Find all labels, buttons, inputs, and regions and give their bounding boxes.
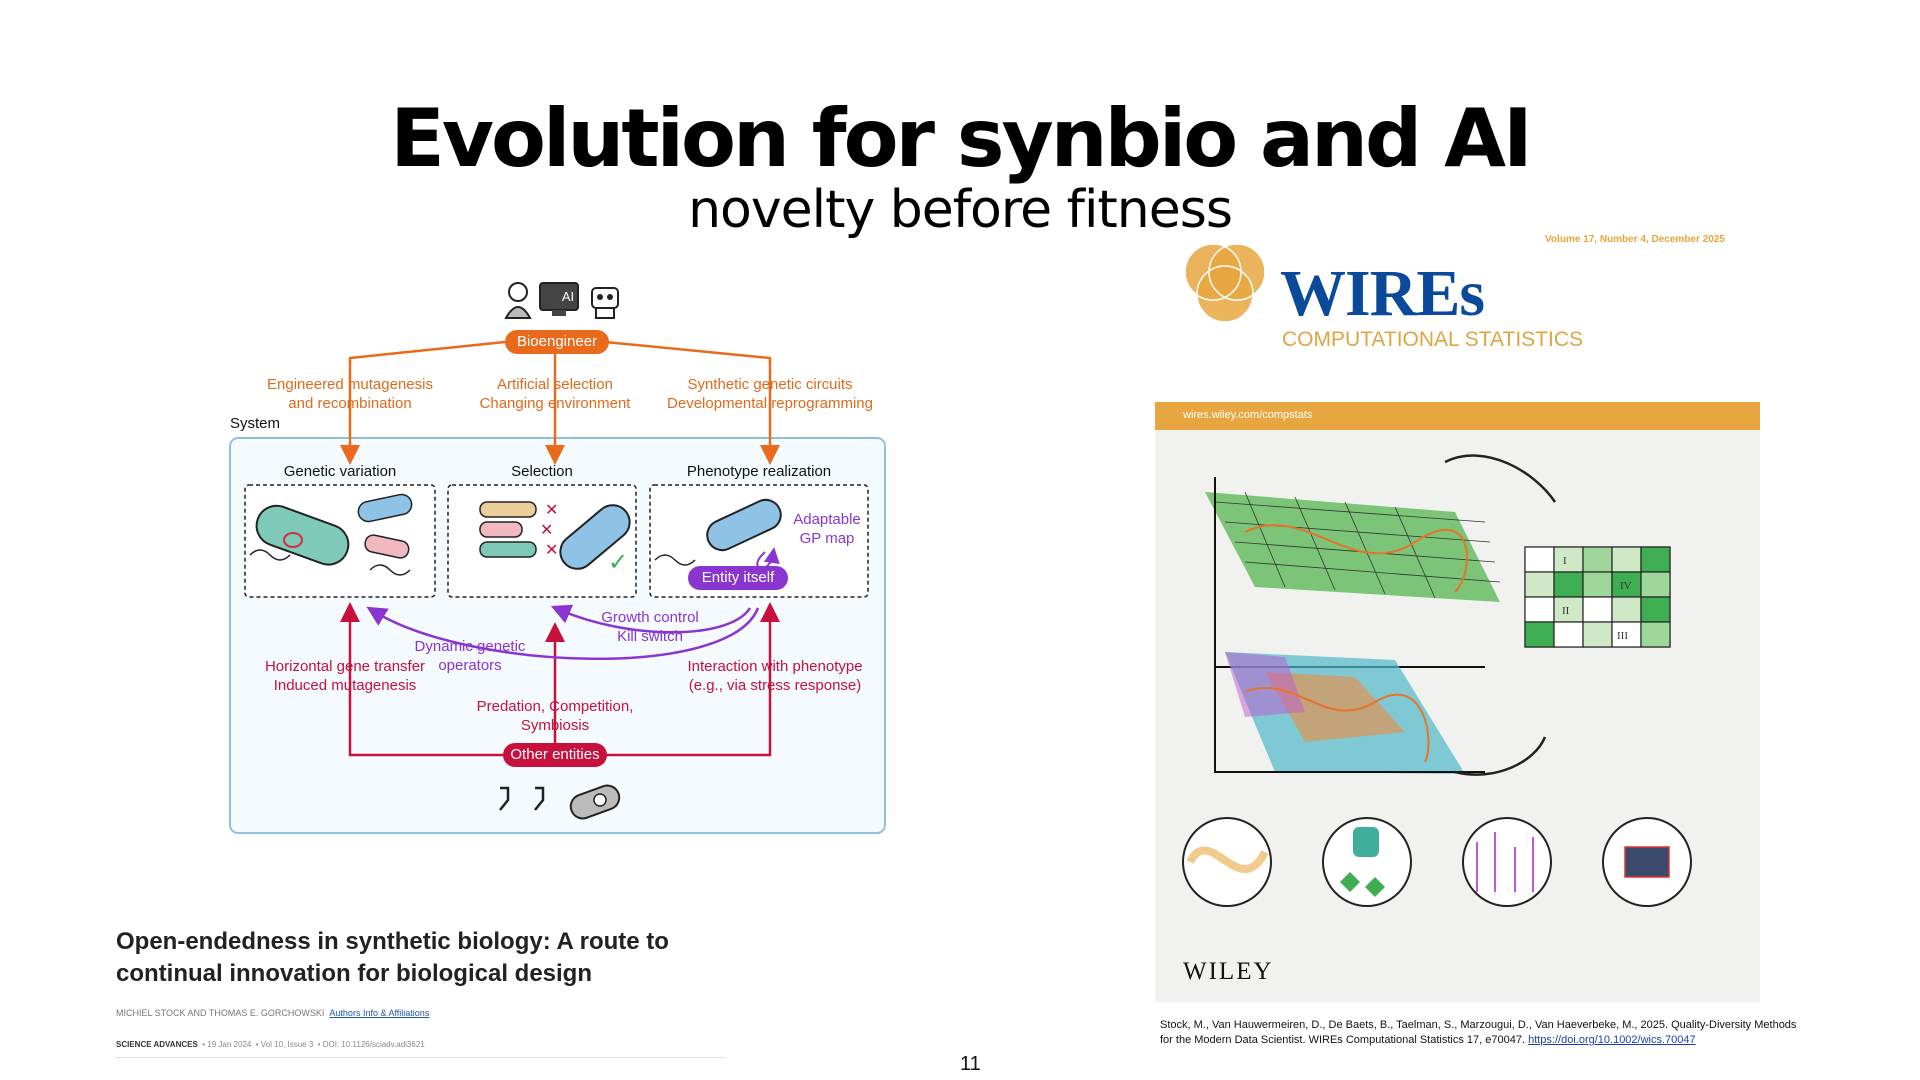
slide-title: Evolution for synbio and AI bbox=[0, 92, 1920, 185]
input-3-line1: Synthetic genetic circuits bbox=[660, 375, 880, 394]
predation-line2: Symbiosis bbox=[465, 716, 645, 735]
citation-doi-link[interactable]: https://doi.org/10.1002/wics.70047 bbox=[1528, 1034, 1696, 1046]
paper-volume: Vol 10, Issue 3 bbox=[261, 1040, 313, 1049]
input-3-label: Synthetic genetic circuits Developmental… bbox=[660, 375, 880, 413]
reference-citation: Stock, M., Van Hauwermeiren, D., De Baet… bbox=[1160, 1018, 1800, 1048]
slide-subtitle: novelty before fitness bbox=[0, 180, 1920, 240]
svg-text:✕: ✕ bbox=[545, 540, 558, 559]
input-2-line2: Changing environment bbox=[470, 394, 640, 413]
author-1: MICHIEL STOCK bbox=[116, 1008, 186, 1018]
grid-label-3: II bbox=[1562, 605, 1570, 617]
paper-date: 19 Jan 2024 bbox=[207, 1040, 251, 1049]
open-endedness-diagram: ✕ ✕ ✕ ✓ AI Bioengineer bbox=[210, 270, 900, 840]
input-1-line2: and recombination bbox=[250, 394, 450, 413]
paper-divider bbox=[116, 1057, 726, 1058]
wiley-logo: WILEY bbox=[1183, 958, 1274, 986]
predation-line1: Predation, Competition, bbox=[465, 697, 645, 716]
svg-text:✓: ✓ bbox=[608, 548, 628, 576]
growth-control-label: Growth control Kill switch bbox=[590, 608, 710, 646]
adaptable-gp-map-label: Adaptable GP map bbox=[782, 510, 872, 548]
wires-subtitle: COMPUTATIONAL STATISTICS bbox=[1282, 328, 1583, 352]
bioengineer-pill: Bioengineer bbox=[505, 330, 609, 354]
svg-text:✕: ✕ bbox=[540, 520, 553, 539]
horizontal-gene-line2: Induced mutagenesis bbox=[250, 676, 440, 695]
horizontal-gene-label: Horizontal gene transfer Induced mutagen… bbox=[250, 657, 440, 695]
wires-logo-icon bbox=[1175, 236, 1275, 336]
grid-label-1: I bbox=[1563, 555, 1567, 567]
journal-cover: wires.wiley.com/compstats bbox=[1155, 402, 1760, 1002]
input-2-line1: Artificial selection bbox=[470, 375, 640, 394]
paper-title: Open-endedness in synthetic biology: A r… bbox=[116, 926, 756, 990]
growth-control-line2: Kill switch bbox=[590, 627, 710, 646]
interaction-line2: (e.g., via stress response) bbox=[670, 676, 880, 695]
input-3-line2: Developmental reprogramming bbox=[660, 394, 880, 413]
input-1-label: Engineered mutagenesis and recombination bbox=[250, 375, 450, 413]
cover-artwork: I IV II III bbox=[1155, 402, 1760, 1002]
adaptable-line1: Adaptable bbox=[782, 510, 872, 529]
growth-control-line1: Growth control bbox=[590, 608, 710, 627]
system-label: System bbox=[230, 414, 280, 433]
other-entities-pill: Other entities bbox=[503, 743, 607, 767]
page-number: 11 bbox=[960, 1053, 981, 1076]
grid-label-4: III bbox=[1617, 630, 1628, 642]
box-label-genetic-variation: Genetic variation bbox=[245, 462, 435, 481]
authors-info-link[interactable]: Authors Info & Affiliations bbox=[329, 1008, 429, 1018]
dynamic-operators-line1: Dynamic genetic bbox=[400, 637, 540, 656]
paper-doi[interactable]: DOI: 10.1126/sciadv.adi3621 bbox=[323, 1040, 425, 1049]
box-label-phenotype: Phenotype realization bbox=[650, 462, 868, 481]
journal-name: SCIENCE ADVANCES bbox=[116, 1040, 198, 1049]
input-1-line1: Engineered mutagenesis bbox=[250, 375, 450, 394]
wires-brand: WIREs bbox=[1280, 256, 1484, 332]
citation-text: Stock, M., Van Hauwermeiren, D., De Baet… bbox=[1160, 1019, 1796, 1046]
ai-label: AI bbox=[555, 287, 581, 306]
author-2: THOMAS E. GORCHOWSKI bbox=[209, 1008, 325, 1018]
entity-itself-pill: Entity itself bbox=[688, 566, 788, 590]
adaptable-line2: GP map bbox=[782, 529, 872, 548]
grid-label-2: IV bbox=[1620, 580, 1632, 592]
paper-meta: SCIENCE ADVANCES • 19 Jan 2024 • Vol 10,… bbox=[116, 1040, 425, 1049]
interaction-phenotype-label: Interaction with phenotype (e.g., via st… bbox=[670, 657, 880, 695]
horizontal-gene-line1: Horizontal gene transfer bbox=[250, 657, 440, 676]
input-2-label: Artificial selection Changing environmen… bbox=[470, 375, 640, 413]
paper-authors: MICHIEL STOCK AND THOMAS E. GORCHOWSKI A… bbox=[116, 1008, 429, 1018]
cover-volume: Volume 17, Number 4, December 2025 bbox=[1545, 234, 1725, 245]
predation-label: Predation, Competition, Symbiosis bbox=[465, 697, 645, 735]
box-label-selection: Selection bbox=[448, 462, 636, 481]
svg-text:✕: ✕ bbox=[545, 500, 558, 519]
interaction-line1: Interaction with phenotype bbox=[670, 657, 880, 676]
authors-and: AND bbox=[188, 1008, 207, 1018]
